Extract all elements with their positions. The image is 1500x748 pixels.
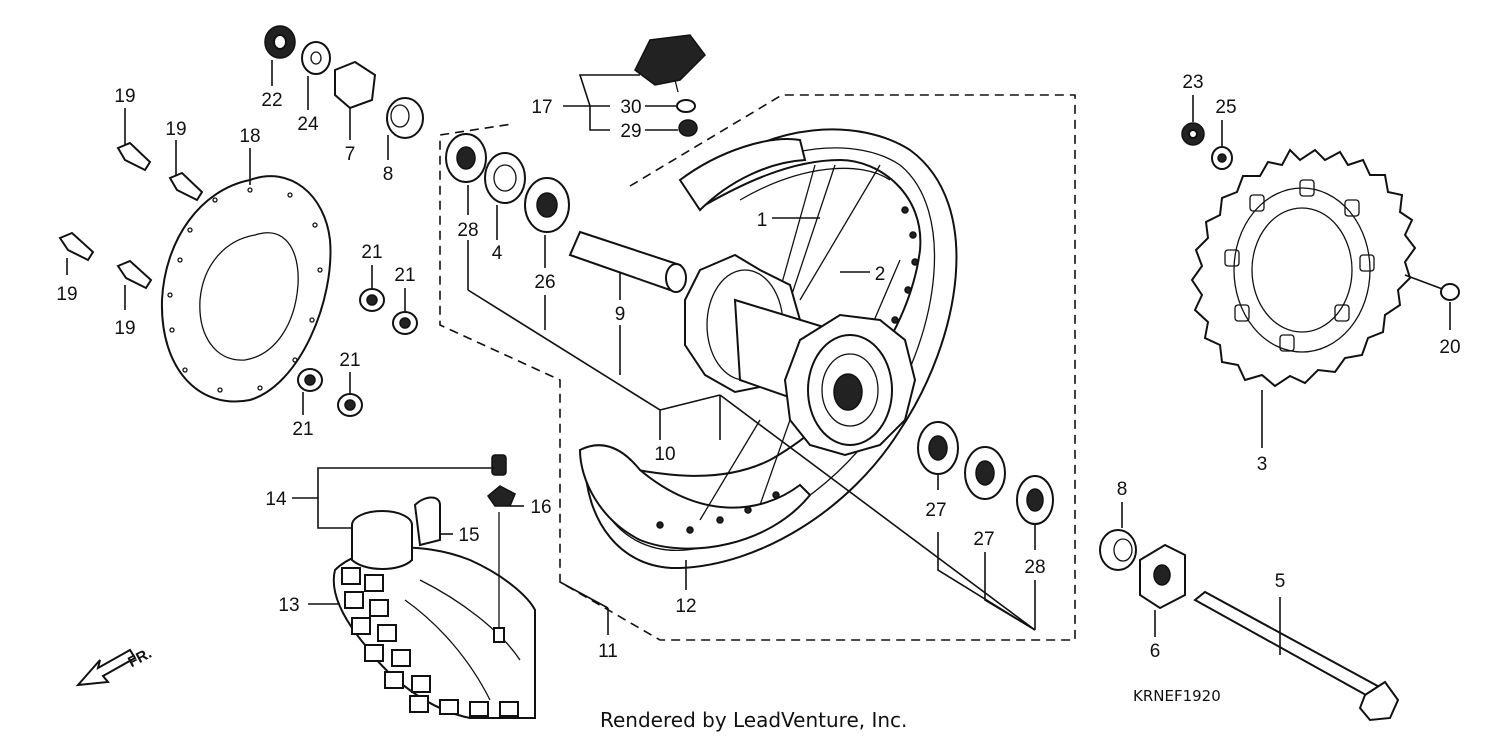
callout-8-right: 8 — [1117, 479, 1128, 500]
callout-30: 30 — [620, 97, 641, 118]
callout-8-left: 8 — [383, 164, 394, 185]
callout-20: 20 — [1439, 337, 1460, 358]
wheel-hub — [684, 253, 917, 457]
callout-28-right: 28 — [1024, 557, 1045, 578]
tire-13 — [332, 546, 536, 719]
callout-28-left: 28 — [457, 220, 478, 241]
valve-14 — [491, 454, 507, 643]
callout-6: 6 — [1150, 641, 1161, 662]
leader-lines — [66, 60, 1451, 655]
callout-17: 17 — [531, 97, 552, 118]
callout-21-c: 21 — [339, 350, 360, 371]
callout-2: 2 — [875, 264, 886, 285]
rear-wheel-rim — [578, 128, 958, 570]
callout-26: 26 — [534, 272, 555, 293]
callout-7: 7 — [345, 144, 356, 165]
driven-sprocket-3 — [1190, 148, 1417, 388]
callout-29: 29 — [620, 121, 641, 142]
adjusting-block-6 — [1139, 543, 1186, 610]
wheel-spokes — [699, 164, 901, 521]
render-credit: Rendered by LeadVenture, Inc. — [600, 708, 908, 732]
dust-seal-28-right — [1016, 475, 1054, 525]
callout-13: 13 — [278, 595, 299, 616]
disc-nuts-21 — [297, 288, 418, 417]
bearing-27-b — [964, 446, 1006, 500]
washer-25 — [1211, 146, 1233, 170]
rear-axle-5 — [1193, 590, 1400, 722]
callout-15: 15 — [458, 525, 479, 546]
callout-21-b: 21 — [394, 265, 415, 286]
sprocket-bolt-20 — [1404, 274, 1460, 301]
washer-24 — [301, 41, 331, 75]
bearing-28-left — [445, 133, 487, 183]
callout-27-b: 27 — [973, 529, 994, 550]
callout-14: 14 — [265, 489, 287, 510]
callout-5: 5 — [1275, 571, 1286, 592]
disc-bolts-19 — [58, 141, 204, 290]
diagram-code: KRNEF1920 — [1133, 687, 1221, 705]
callout-10: 10 — [654, 444, 675, 465]
callout-19-c: 19 — [56, 284, 77, 305]
axle-nut-22 — [264, 25, 296, 59]
brake-disc-18 — [160, 175, 332, 403]
callout-16: 16 — [530, 497, 551, 518]
direction-label: FR. — [125, 645, 154, 671]
collar-8-left — [386, 97, 424, 139]
callout-21-d: 21 — [292, 419, 313, 440]
callout-25: 25 — [1215, 97, 1236, 118]
bearing-26 — [524, 177, 570, 233]
callout-12: 12 — [675, 596, 696, 617]
callout-23: 23 — [1182, 72, 1203, 93]
callout-19-b: 19 — [165, 119, 186, 140]
sprocket-nut-23 — [1181, 122, 1205, 146]
callout-21-a: 21 — [361, 242, 382, 263]
callout-22: 22 — [261, 90, 282, 111]
callout-4: 4 — [492, 243, 503, 264]
valve-nut-16 — [486, 485, 516, 507]
callout-24: 24 — [297, 114, 319, 135]
bearing-27-a — [917, 421, 959, 475]
callout-19-a: 19 — [114, 86, 135, 107]
callout-18: 18 — [239, 126, 260, 147]
callout-9: 9 — [615, 304, 626, 325]
distance-collar-9 — [568, 230, 687, 293]
spoke-nipples — [656, 206, 919, 534]
dust-seal-4 — [484, 152, 526, 204]
callout-19-d: 19 — [114, 318, 135, 339]
tube-15 — [351, 496, 441, 570]
tire-tread-blocks — [341, 567, 519, 717]
callout-labels: 1 2 3 4 5 6 7 8 8 9 10 11 12 13 14 15 16… — [56, 72, 1460, 662]
collar-8-right — [1099, 529, 1137, 571]
callout-11: 11 — [598, 641, 618, 662]
callout-27-a: 27 — [925, 500, 946, 521]
rim-lock-17 — [634, 34, 706, 137]
callout-3: 3 — [1257, 454, 1268, 475]
callout-1: 1 — [757, 210, 768, 231]
forward-arrow-icon: FR. — [75, 645, 155, 687]
assembly-outline — [439, 94, 1076, 641]
adjusting-block-7 — [334, 60, 377, 110]
